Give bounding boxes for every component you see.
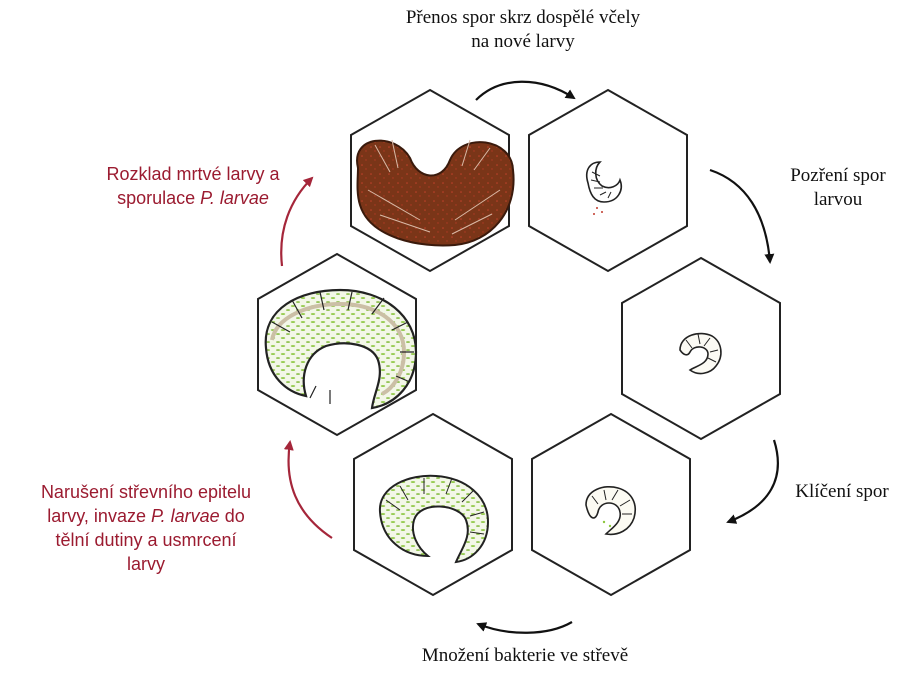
step-label-ingestion: Pozření spor larvou — [768, 164, 908, 212]
invasion-text-b: do — [220, 506, 245, 526]
invasion-text-a: larvy, invaze — [47, 506, 151, 526]
step-label-multiplication: Množení bakterie ve střevě — [360, 644, 690, 668]
hex-cell-spore-ingestion — [622, 258, 780, 439]
hex-cell-spore-transfer — [529, 90, 687, 271]
arrow-transfer-icon — [476, 82, 574, 100]
step-label-invasion: Narušení střevního epitelu larvy, invaze… — [0, 480, 292, 576]
step-label-germination: Klíčení spor — [776, 480, 908, 504]
arrow-multiplication-icon — [478, 622, 572, 633]
arrow-ingestion-icon — [710, 170, 770, 262]
step-label-sporulation: Rozklad mrtvé larvy a sporulace P. larva… — [60, 162, 326, 210]
sporulation-italic-term: P. larvae — [200, 188, 269, 208]
invasion-italic-term: P. larvae — [151, 506, 220, 526]
arrow-germination-icon — [728, 440, 778, 522]
step-label-transfer: Přenos spor skrz dospělé včely na nové l… — [358, 6, 688, 54]
sporulation-text-a: sporulace — [117, 188, 200, 208]
arrow-invasion-icon — [289, 442, 332, 538]
hex-cell-spore-germination — [532, 414, 690, 595]
